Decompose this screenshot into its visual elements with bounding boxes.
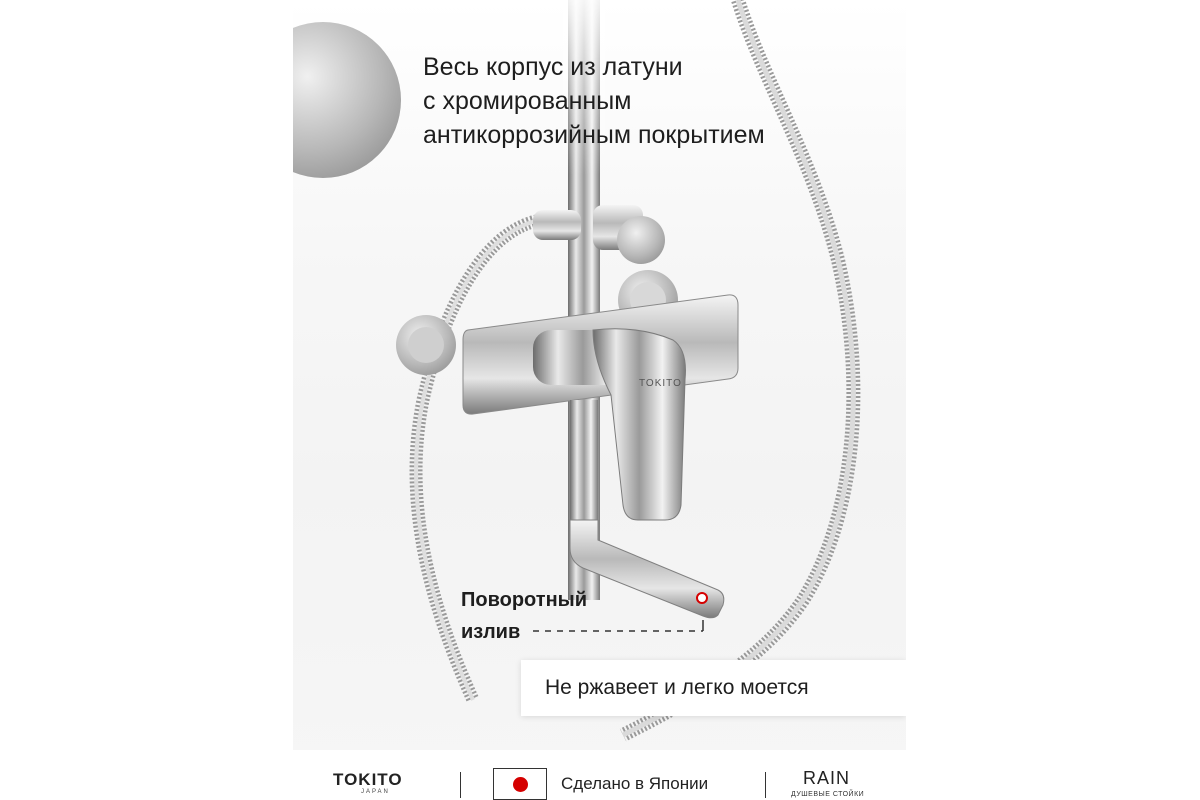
- product-card: TOKITO Весь корпус из латуни с хромирова…: [293, 0, 906, 800]
- headline-line: с хромированным: [423, 87, 632, 115]
- made-in-label: Сделано в Японии: [561, 774, 709, 793]
- headline: Весь корпус из латуни с хромированным ан…: [423, 50, 863, 152]
- banner-text: Не ржавеет и легко моется: [545, 676, 809, 699]
- spout-callout: Поворотный излив: [461, 584, 587, 648]
- mixer-lever: [592, 328, 686, 521]
- japan-flag-icon: [493, 768, 547, 800]
- shower-mixer-illustration: TOKITO: [293, 0, 861, 742]
- headline-line: антикоррозийным покрытием: [423, 121, 765, 149]
- footer: TOKITO JAPAN Сделано в Японии RAIN ДУШЕВ…: [293, 750, 906, 800]
- swivel-spout: [569, 519, 725, 619]
- headline-line: Весь корпус из латуни: [423, 53, 683, 81]
- divider: [765, 772, 766, 798]
- callout-line: излив: [461, 621, 521, 643]
- callout-line: Поворотный: [461, 589, 588, 611]
- series-name: RAIN: [803, 768, 851, 788]
- brand-sub: JAPAN: [361, 789, 390, 795]
- brushed-metal-sample: [293, 22, 401, 178]
- feature-banner: Не ржавеет и легко моется: [521, 660, 906, 716]
- mixer-logo: TOKITO: [639, 378, 682, 389]
- divider: [460, 772, 461, 798]
- brand-logo: TOKITO: [333, 770, 403, 789]
- spout-marker: [696, 592, 708, 604]
- series-sub: ДУШЕВЫЕ СТОЙКИ: [791, 791, 865, 798]
